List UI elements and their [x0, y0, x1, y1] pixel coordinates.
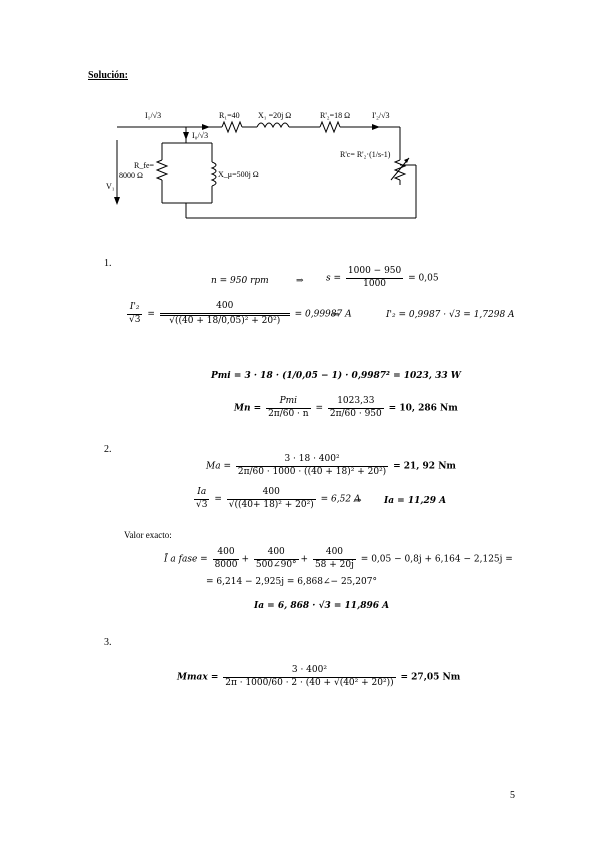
page-number: 5: [510, 790, 515, 801]
implies-arrow-2: ⇒: [332, 310, 340, 320]
section-3-number: 3.: [104, 637, 112, 648]
starting-current-equation: Ia√3 = 400√((40+ 18)² + 20²) = 6,52 A: [194, 487, 361, 510]
exact-value-label: Valor exacto:: [124, 530, 172, 540]
v1-label: V₁: [106, 182, 115, 191]
r1-label: R₁=40: [219, 111, 240, 120]
starting-current-result: Ia = 11,29 A: [384, 496, 447, 506]
rfe-label: R_fe=: [134, 161, 155, 170]
speed-equation: n = 950 rpm: [211, 276, 269, 286]
mechanical-power-equation: Pmi = 3 · 18 · (1/0,05 − 1) · 0,9987² = …: [211, 371, 461, 381]
current-i1-label: I₁/√3: [145, 111, 162, 120]
xmu-label: X_μ=500j Ω: [218, 170, 259, 179]
circuit-diagram: [114, 120, 417, 219]
rotor-current-equation: I'₂√3 = 400√((40 + 18/0,05)² + 20²) = 0,…: [127, 301, 352, 326]
r2-label: R'₂=18 Ω: [320, 111, 351, 120]
solution-heading: Solución:: [88, 70, 129, 81]
current-i2-label: I'₂/√3: [372, 111, 390, 120]
rotor-current-result: I'₂ = 0,9987 · √3 = 1,7298 A: [386, 310, 515, 320]
phase-current-result-line: = 6,214 − 2,925j = 6,868∠− 25,207°: [206, 577, 377, 587]
implies-arrow-3: ⇒: [354, 496, 362, 506]
rc-label: R'c= R'₂·(1/s-1): [340, 150, 391, 159]
implies-arrow-1: ⇒: [296, 276, 304, 286]
section-1-number: 1.: [104, 258, 112, 269]
section-2-number: 2.: [104, 444, 112, 455]
x1-label: X₁ =20j Ω: [258, 111, 292, 120]
current-i0-label: I₀/√3: [192, 131, 209, 140]
rfe-value-label: 8000 Ω: [119, 171, 143, 180]
exact-current-result: Ia = 6, 868 · √3 = 11,896 A: [254, 601, 390, 611]
